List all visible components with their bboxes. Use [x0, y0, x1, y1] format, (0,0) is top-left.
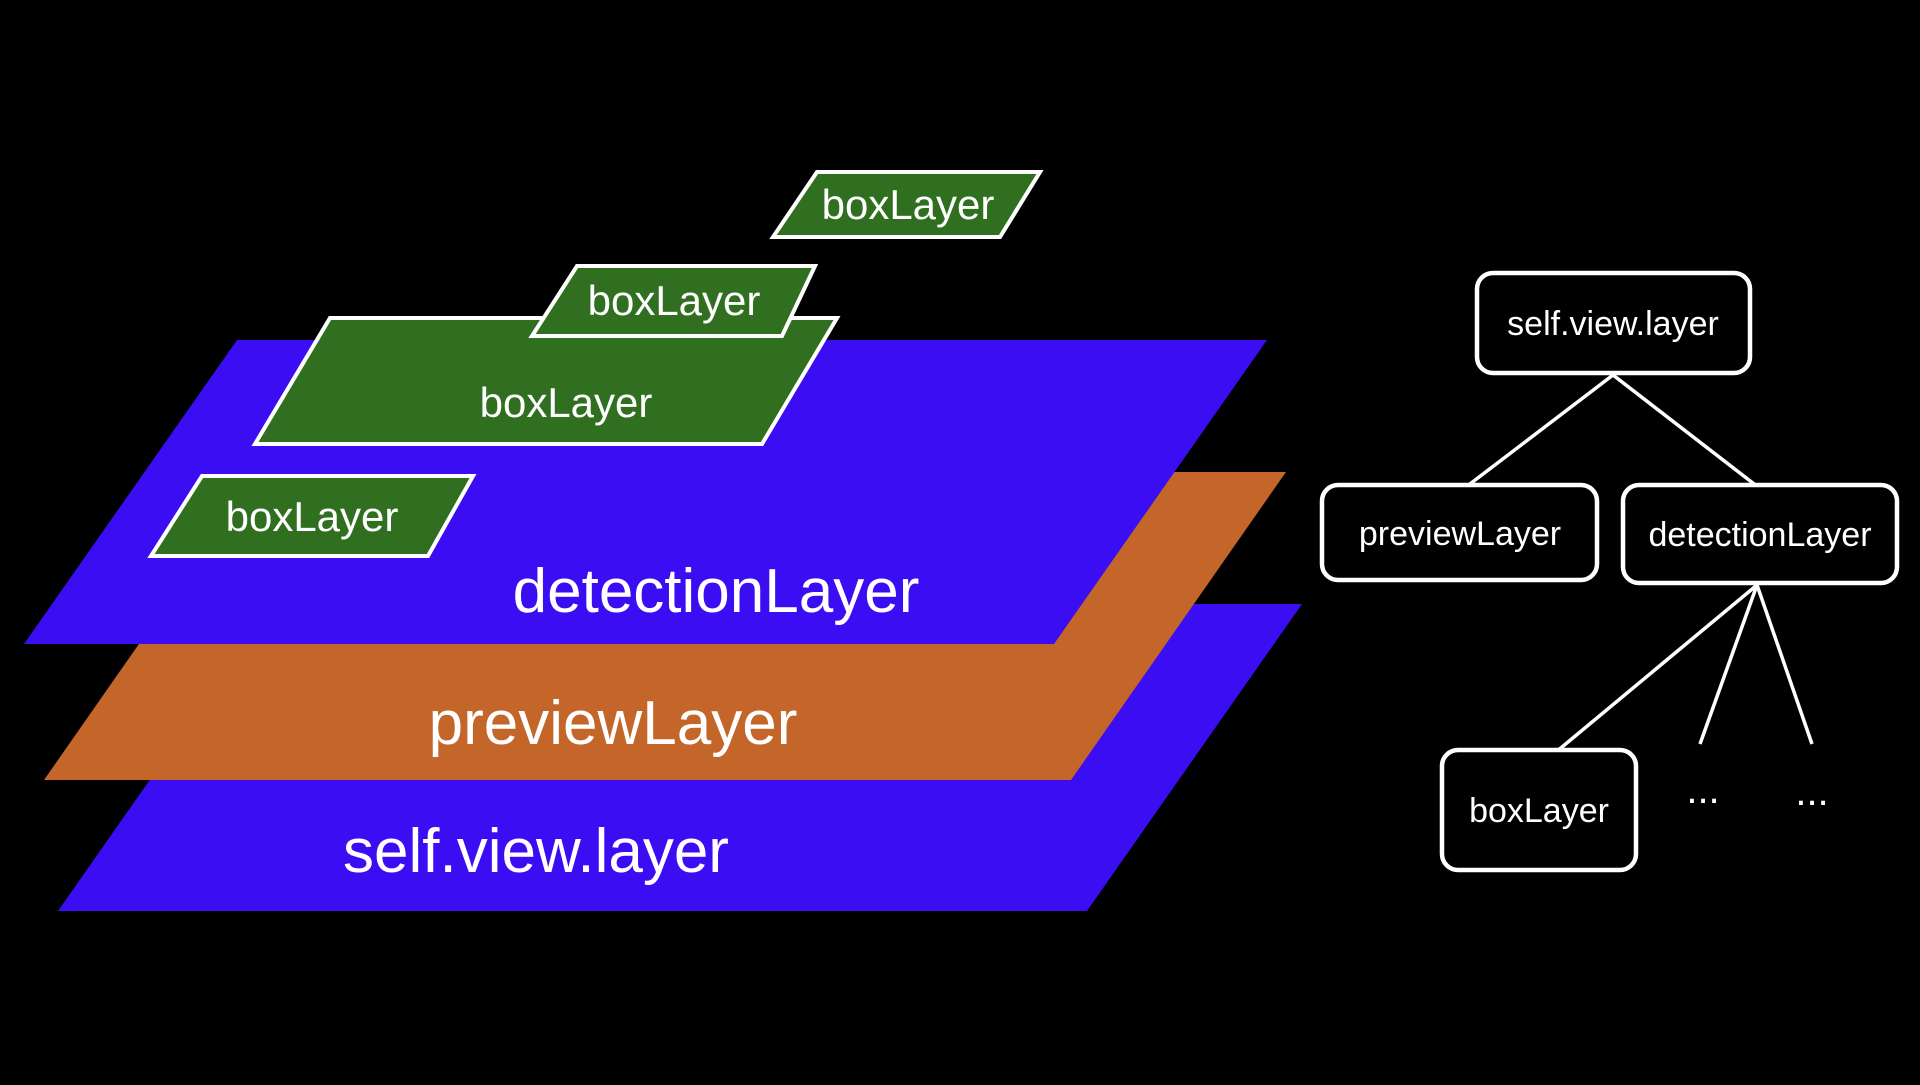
tree-node-preview-layer [1319, 482, 1600, 583]
tree-node-preview-layer-label: previewLayer [1359, 515, 1561, 553]
tree-edge-root-previewlayer [1464, 373, 1615, 489]
tree-node-box-layer-label: boxLayer [1469, 792, 1609, 830]
tree-edge-root-detectionlayer [1611, 373, 1760, 489]
tree-edge-detection-dots-1 [1698, 584, 1759, 745]
stack-box-layer-4-label: boxLayer [226, 493, 399, 540]
stack-box-layer-2 [528, 264, 819, 338]
tree-edge-detection-dots-2 [1755, 584, 1814, 745]
tree-node-detection-layer-label: detectionLayer [1648, 516, 1871, 554]
stack-box-layer-3-label: boxLayer [480, 379, 653, 426]
tree-edge-detection-boxlayer [1554, 583, 1759, 754]
tree-node-self-view-layer [1474, 270, 1753, 376]
tree-node-box-layer [1439, 747, 1639, 873]
stack-label-preview-layer: previewLayer [429, 689, 798, 758]
stack-box-layer-2-label: boxLayer [588, 277, 761, 324]
stack-box-layer-4 [147, 474, 477, 558]
tree-node-detection-layer [1620, 482, 1900, 586]
stack-label-self-view-layer: self.view.layer [343, 817, 729, 886]
stack-label-detection-layer: detectionLayer [513, 557, 920, 626]
tree-node-ellipsis-2: ... [1795, 770, 1828, 814]
stack-box-layer-1-label: boxLayer [822, 181, 995, 228]
tree-node-ellipsis-1: ... [1686, 768, 1719, 812]
stack-box-layer-1 [769, 170, 1044, 239]
tree-node-self-view-layer-label: self.view.layer [1507, 305, 1719, 343]
